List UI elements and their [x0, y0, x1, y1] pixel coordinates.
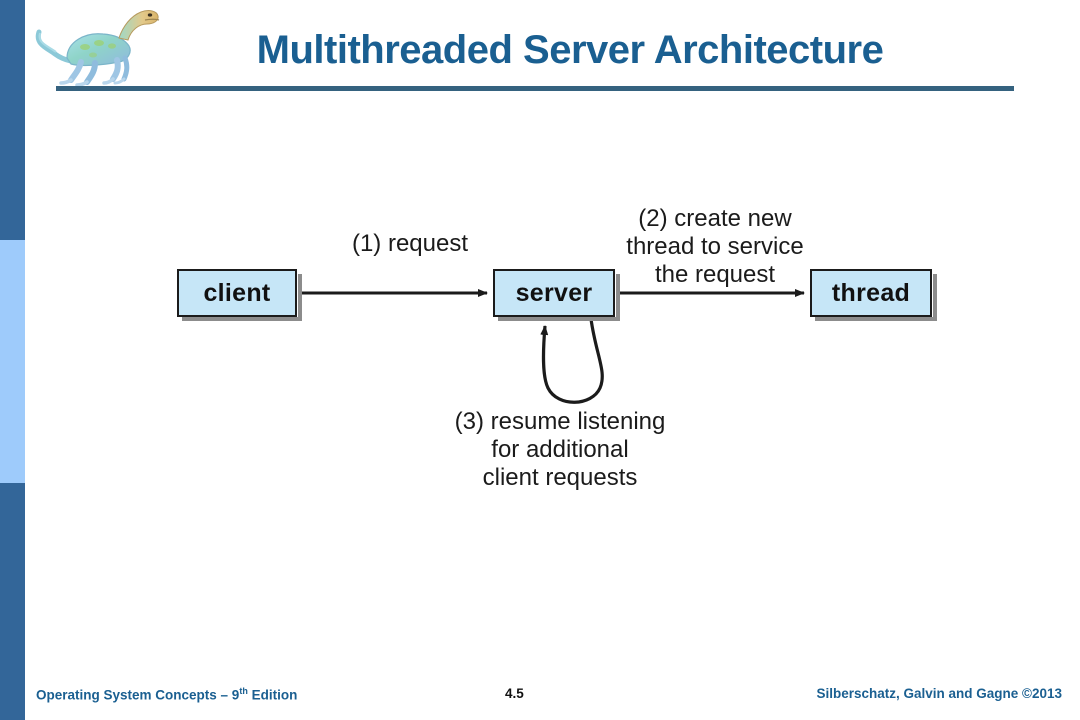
thread-box-shadow — [815, 317, 937, 321]
diagram-connectors — [299, 289, 805, 404]
multithreaded-server-diagram: client server thread (1) request (2) cre… — [0, 150, 1080, 530]
annotation-step-1: (1) request — [351, 230, 469, 257]
page-title: Multithreaded Server Architecture — [256, 28, 884, 72]
footer-edition-prefix: – 9 — [216, 687, 240, 703]
client-box-shadow — [182, 317, 302, 321]
sidebar-band-middle — [0, 240, 25, 483]
client-box-shadow-right — [298, 274, 302, 321]
node-server: server — [493, 269, 615, 317]
slide-footer: Operating System Concepts – 9th Edition … — [0, 672, 1080, 720]
slide-sidebar — [0, 0, 25, 720]
dinosaur-logo-icon — [33, 2, 161, 88]
footer-edition-suffix: Edition — [247, 687, 298, 703]
server-box-shadow — [498, 317, 620, 321]
annotation-step-3: (3) resume listening for additional clie… — [454, 408, 666, 491]
thread-box-shadow-right — [933, 274, 937, 321]
annotation-step-2: (2) create new thread to service the req… — [626, 205, 804, 288]
footer-credit: Silberschatz, Galvin and Gagne ©2013 — [816, 686, 1062, 701]
footer-book-name: Operating System Concepts — [36, 687, 217, 703]
server-box-shadow-right — [616, 274, 620, 321]
sidebar-band-top — [0, 0, 25, 240]
footer-page-number: 4.5 — [505, 686, 524, 701]
footer-book-title: Operating System Concepts – 9th Edition — [36, 686, 297, 703]
node-thread: thread — [810, 269, 932, 317]
node-client: client — [177, 269, 297, 317]
footer-edition-ordinal: th — [239, 686, 248, 696]
sidebar-band-bottom — [0, 483, 25, 720]
title-divider — [56, 86, 1014, 91]
edge-server-self-loop — [540, 318, 604, 404]
